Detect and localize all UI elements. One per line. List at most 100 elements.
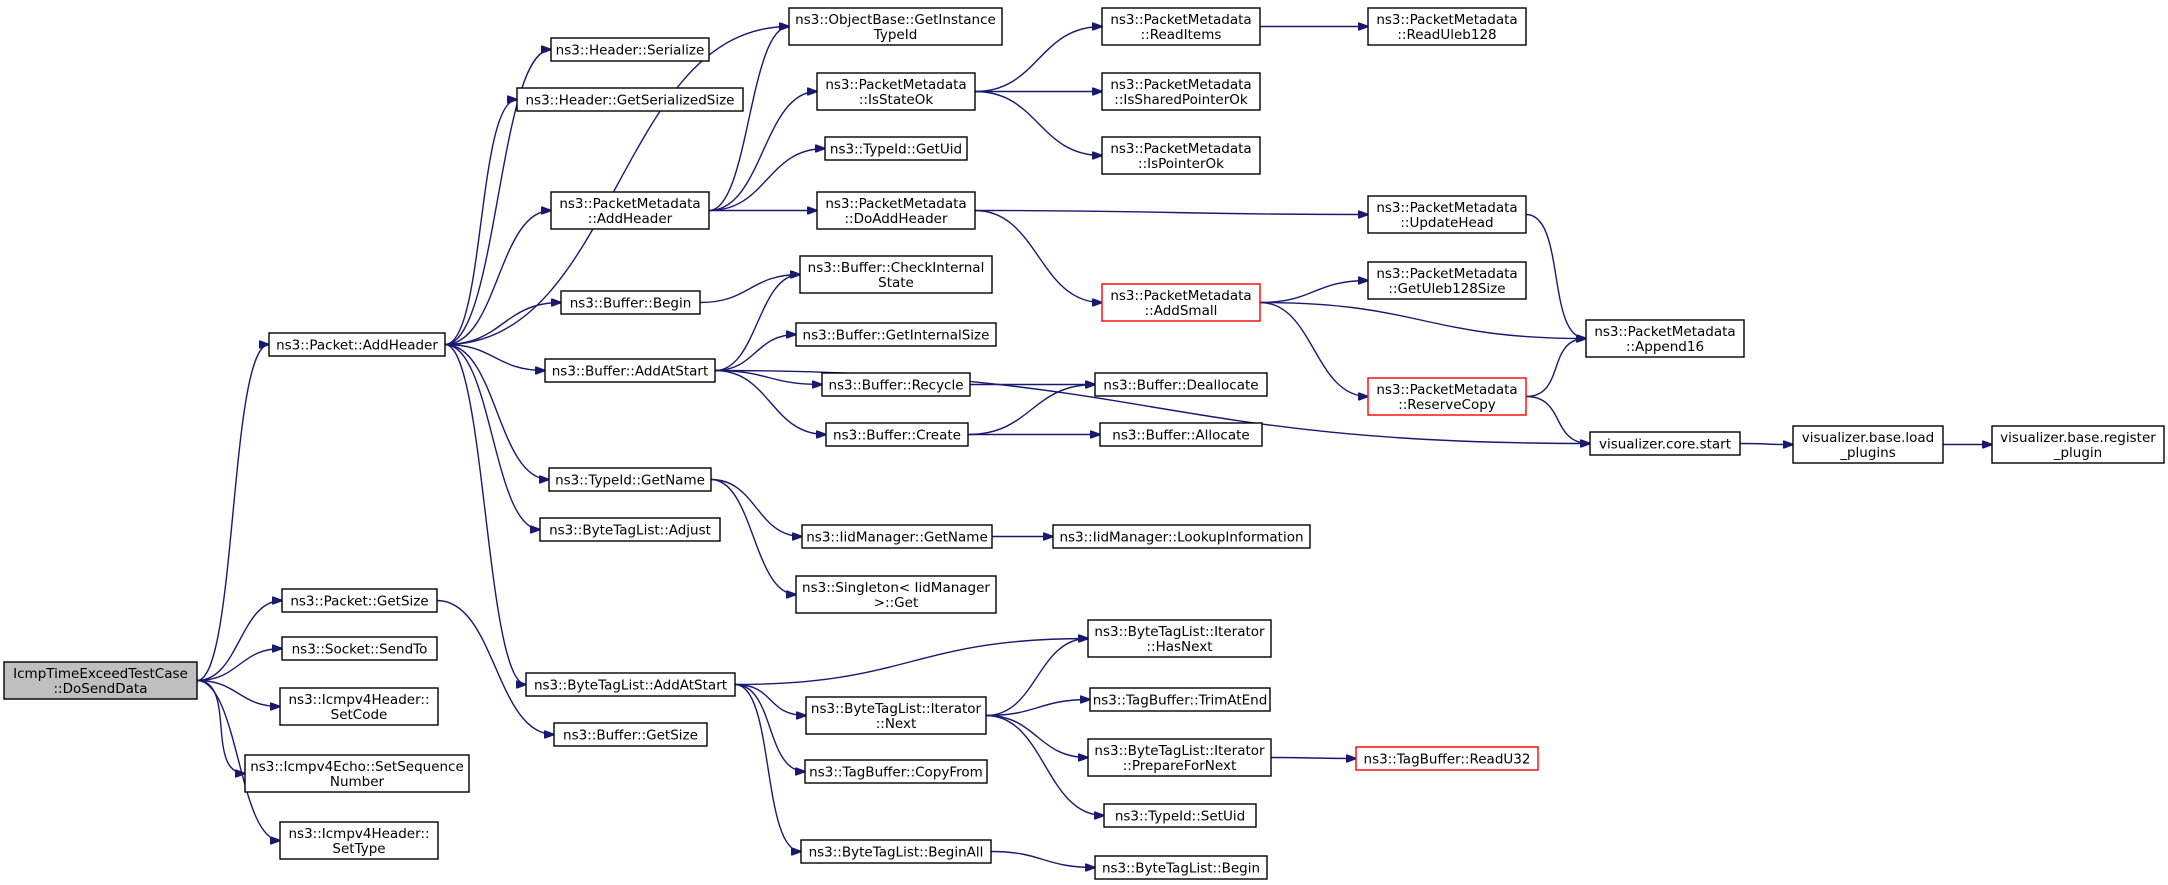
edge-pm_reservecopy-to-visualizer_core_start: [1525, 395, 1590, 444]
node-pm_readuleb128[interactable]: ns3::PacketMetadata::ReadUleb128: [1367, 7, 1527, 46]
node-box: [539, 517, 721, 542]
node-label: ns3::PacketMetadata: [1594, 324, 1735, 340]
node-box: [1355, 746, 1539, 771]
node-buffer_addatstart[interactable]: ns3::Buffer::AddAtStart: [544, 358, 716, 383]
node-bytetaglist_adjust[interactable]: ns3::ByteTagList::Adjust: [539, 517, 721, 542]
node-label: ns3::Icmpv4Header::: [289, 692, 430, 708]
node-box: [816, 72, 976, 111]
edge-pm_reservecopy-to-pm_append16: [1525, 339, 1586, 398]
node-box: [801, 524, 993, 549]
node-buffer_create[interactable]: ns3::Buffer::Create: [825, 422, 969, 447]
node-pm_reservecopy[interactable]: ns3::PacketMetadata::ReserveCopy: [1367, 377, 1527, 416]
node-label: ::IsPointerOk: [1138, 156, 1224, 172]
node-iidmanager_getname[interactable]: ns3::IidManager::GetName: [801, 524, 993, 549]
node-label: TypeId: [873, 27, 918, 43]
node-label: ns3::PacketMetadata: [1110, 77, 1251, 93]
node-iidmanager_lookupinformation[interactable]: ns3::IidManager::LookupInformation: [1052, 524, 1311, 549]
node-label: SetCode: [331, 707, 388, 723]
node-buffer_getsize[interactable]: ns3::Buffer::GetSize: [553, 722, 708, 747]
edge-root-to-socket_sendto: [196, 649, 282, 682]
node-box: [1094, 372, 1268, 397]
node-label: ns3::ByteTagList::BeginAll: [809, 845, 984, 861]
node-vis_base_load_plugins[interactable]: visualizer.base.load_plugins: [1792, 425, 1944, 464]
node-label: ns3::Header::GetSerializedSize: [526, 93, 735, 109]
node-typeid_setuid[interactable]: ns3::TypeId::SetUid: [1103, 803, 1257, 828]
node-visualizer_core_start[interactable]: visualizer.core.start: [1589, 431, 1741, 456]
node-buffer_allocate[interactable]: ns3::Buffer::Allocate: [1099, 422, 1263, 447]
node-pm_getuleb128size[interactable]: ns3::PacketMetadata::GetUleb128Size: [1367, 261, 1527, 300]
node-label: ns3::ByteTagList::Begin: [1102, 861, 1260, 877]
node-label: ns3::Header::Serialize: [556, 43, 705, 59]
node-label: ns3::PacketMetadata: [1376, 12, 1517, 28]
node-packet_addheader[interactable]: ns3::Packet::AddHeader: [268, 332, 446, 357]
edge-buffer_addatstart-to-buffer_checkinternalstate: [714, 275, 800, 372]
node-label: ns3::ObjectBase::GetInstance: [795, 12, 996, 28]
node-btl_iterator_hasnext[interactable]: ns3::ByteTagList::Iterator::HasNext: [1087, 619, 1272, 658]
node-label: ns3::Buffer::GetSize: [563, 728, 698, 744]
node-label: ns3::Buffer::GetInternalSize: [803, 328, 990, 344]
node-buffer_begin[interactable]: ns3::Buffer::Begin: [560, 290, 701, 315]
node-buffer_getinternalsize[interactable]: ns3::Buffer::GetInternalSize: [795, 322, 997, 347]
node-typeid_getuid[interactable]: ns3::TypeId::GetUid: [824, 136, 968, 161]
node-bytetaglist_begin[interactable]: ns3::ByteTagList::Begin: [1094, 855, 1268, 880]
node-buffer_recycle[interactable]: ns3::Buffer::Recycle: [821, 372, 971, 397]
node-pm_addsmall[interactable]: ns3::PacketMetadata::AddSmall: [1101, 283, 1261, 322]
node-label: IcmpTimeExceedTestCase: [13, 666, 188, 682]
node-pm_append16[interactable]: ns3::PacketMetadata::Append16: [1585, 319, 1745, 358]
node-bytetaglist_beginall[interactable]: ns3::ByteTagList::BeginAll: [800, 839, 992, 864]
node-label: ::HasNext: [1146, 639, 1212, 655]
edge-btl_iterator_next-to-typeid_setuid: [985, 714, 1104, 816]
node-box: [1103, 803, 1257, 828]
node-header_getserializedsize[interactable]: ns3::Header::GetSerializedSize: [516, 87, 744, 112]
node-pm_readitems[interactable]: ns3::PacketMetadata::ReadItems: [1101, 7, 1261, 46]
node-pm_issharedpointerok[interactable]: ns3::PacketMetadata::IsSharedPointerOk: [1101, 72, 1261, 111]
node-btl_iterator_next[interactable]: ns3::ByteTagList::Iterator::Next: [805, 696, 987, 735]
edge-root-to-packet_addheader: [196, 345, 269, 682]
node-label: ns3::TypeId::GetName: [555, 473, 705, 489]
node-label: ns3::PacketMetadata: [1110, 288, 1251, 304]
node-label: visualizer.base.load: [1802, 430, 1934, 446]
node-pm_isstateok[interactable]: ns3::PacketMetadata::IsStateOk: [816, 72, 976, 111]
node-vis_base_register_plugin[interactable]: visualizer.base.register_plugin: [1991, 425, 2165, 464]
node-box: [1101, 283, 1261, 322]
node-box: [1052, 524, 1311, 549]
node-tagbuffer_readu32[interactable]: ns3::TagBuffer::ReadU32: [1355, 746, 1539, 771]
node-pm_doaddheader[interactable]: ns3::PacketMetadata::DoAddHeader: [816, 191, 976, 230]
node-root[interactable]: IcmpTimeExceedTestCase::DoSendData: [3, 661, 198, 700]
node-singleton_get[interactable]: ns3::Singleton< IidManager>::Get: [795, 575, 997, 614]
node-box: [525, 672, 736, 697]
node-box: [550, 191, 710, 230]
node-label: ns3::Buffer::Recycle: [828, 378, 963, 394]
node-icmpv4header_settype[interactable]: ns3::Icmpv4Header::SetType: [279, 821, 439, 860]
node-box: [1099, 422, 1263, 447]
node-pm_addheader[interactable]: ns3::PacketMetadata::AddHeader: [550, 191, 710, 230]
node-pm_updatehead[interactable]: ns3::PacketMetadata::UpdateHead: [1367, 195, 1527, 234]
edge-btl_iterator_next-to-tagbuffer_trimatend: [985, 700, 1090, 717]
node-tagbuffer_copyfrom[interactable]: ns3::TagBuffer::CopyFrom: [804, 759, 988, 784]
node-buffer_deallocate[interactable]: ns3::Buffer::Deallocate: [1094, 372, 1268, 397]
node-bytetaglist_addatstart[interactable]: ns3::ByteTagList::AddAtStart: [525, 672, 736, 697]
node-btl_iterator_preparefornext[interactable]: ns3::ByteTagList::Iterator::PrepareForNe…: [1087, 738, 1272, 777]
node-label: ::GetUleb128Size: [1388, 281, 1505, 297]
node-label: ns3::Icmpv4Echo::SetSequence: [250, 759, 464, 775]
node-typeid_getname[interactable]: ns3::TypeId::GetName: [548, 467, 712, 492]
edge-packet_addheader-to-buffer_addatstart: [444, 343, 545, 371]
node-label: ns3::TagBuffer::TrimAtEnd: [1093, 693, 1268, 709]
node-packet_getsize[interactable]: ns3::Packet::GetSize: [281, 588, 438, 613]
node-box: [548, 467, 712, 492]
node-box: [805, 696, 987, 735]
node-icmpv4header_setcode[interactable]: ns3::Icmpv4Header::SetCode: [279, 687, 439, 726]
node-tagbuffer_trimatend[interactable]: ns3::TagBuffer::TrimAtEnd: [1089, 687, 1271, 712]
edge-buffer_create-to-buffer_deallocate: [967, 385, 1095, 436]
node-label: ::DoAddHeader: [844, 211, 947, 227]
node-socket_sendto[interactable]: ns3::Socket::SendTo: [281, 636, 438, 661]
edge-packet_addheader-to-header_serialize: [444, 50, 551, 346]
node-header_serialize[interactable]: ns3::Header::Serialize: [550, 37, 710, 62]
node-label: ns3::Packet::GetSize: [290, 594, 428, 610]
node-box: [1991, 425, 2165, 464]
node-label: ns3::TypeId::SetUid: [1115, 809, 1245, 825]
node-pm_ispointerok[interactable]: ns3::PacketMetadata::IsPointerOk: [1101, 136, 1261, 175]
